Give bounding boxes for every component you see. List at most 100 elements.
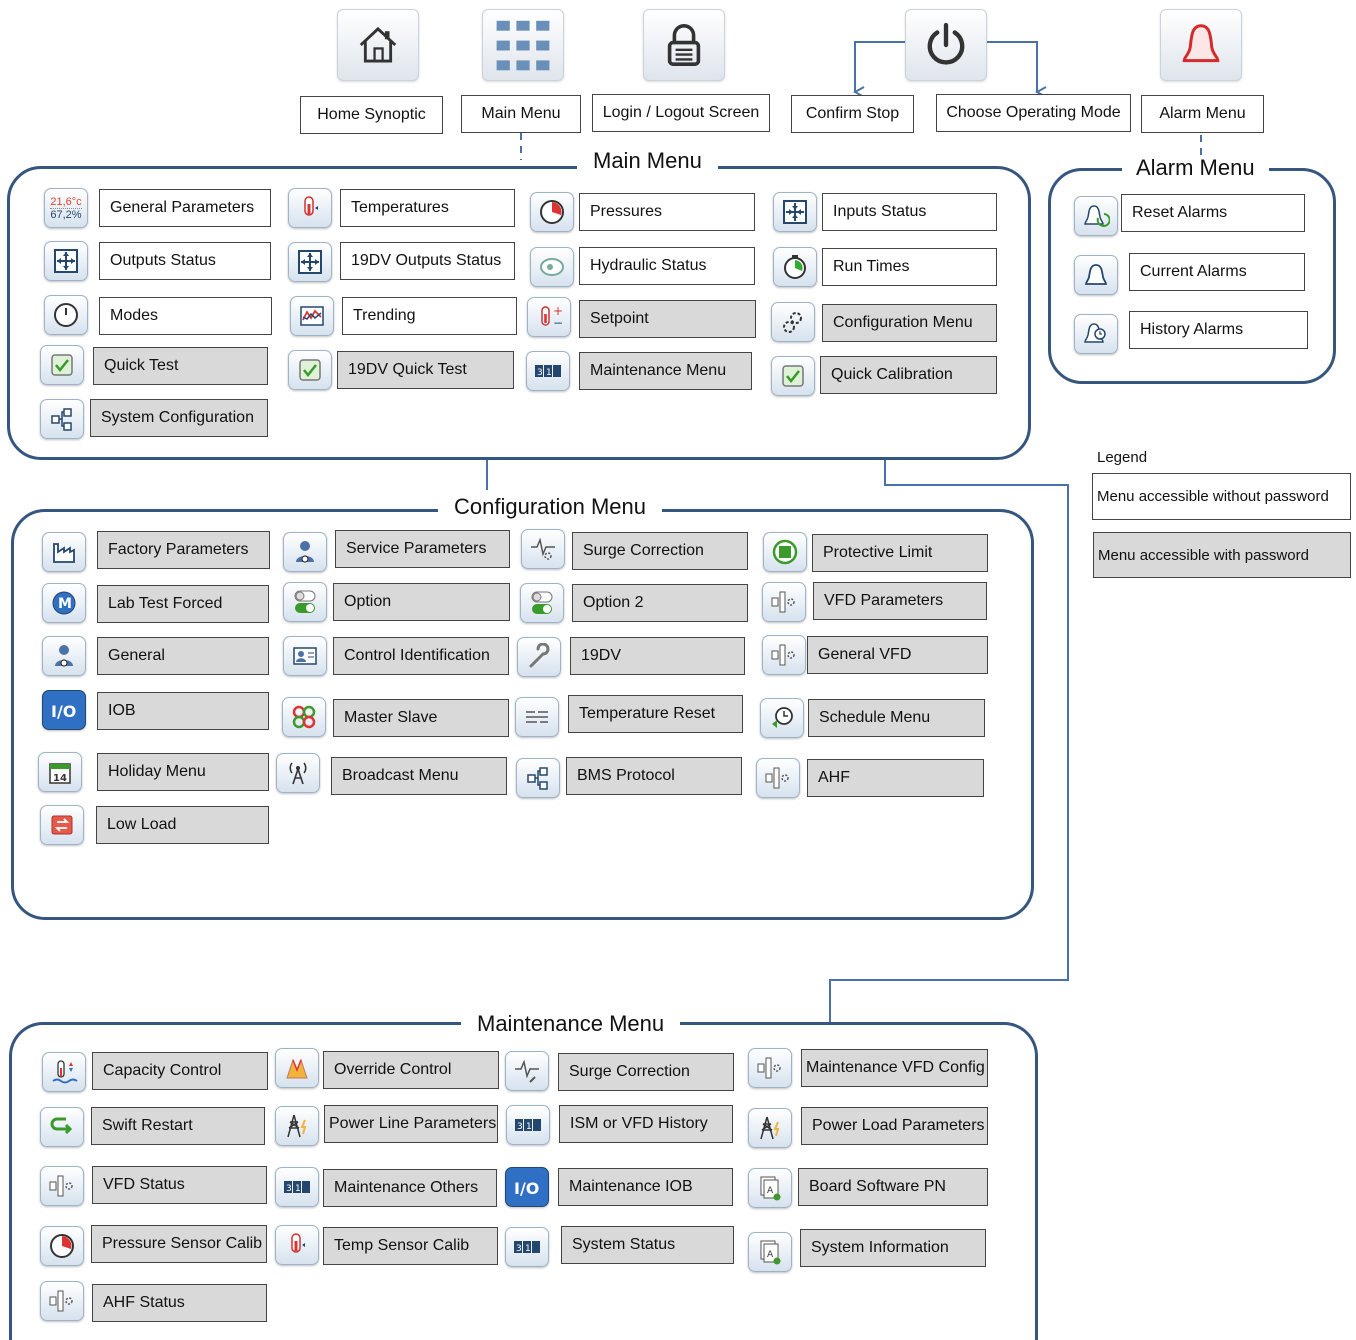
config-item-low-load[interactable]: Low Load xyxy=(96,806,269,844)
config-item-iob[interactable]: IOB xyxy=(97,692,269,730)
svg-text:+: + xyxy=(553,304,563,318)
maint-item-ism-or-vfd-history[interactable]: ISM or VFD History xyxy=(559,1105,733,1143)
svg-text:A: A xyxy=(767,1250,774,1260)
menu-item-temperatures[interactable]: Temperatures xyxy=(340,189,515,227)
config-item-holiday-menu[interactable]: Holiday Menu xyxy=(97,753,269,791)
master-slave-icon xyxy=(282,697,326,737)
m-circle-icon: M xyxy=(42,583,86,623)
maint-item-surge-correction[interactable]: Surge Correction xyxy=(558,1053,734,1091)
maint-item-vfd-status[interactable]: VFD Status xyxy=(92,1166,267,1204)
maint-item-system-status[interactable]: System Status xyxy=(561,1226,734,1264)
menu-item-hydraulic-status[interactable]: Hydraulic Status xyxy=(579,247,755,285)
setpoint-icon: +− xyxy=(527,297,571,337)
config-item-general-vfd[interactable]: General VFD xyxy=(807,636,988,674)
menu-item-pressures[interactable]: Pressures xyxy=(579,193,755,231)
menu-item-trending[interactable]: Trending xyxy=(342,297,517,335)
login-logout-button[interactable] xyxy=(643,9,725,81)
home-icon xyxy=(359,26,397,63)
toggle-icon xyxy=(283,582,327,622)
maint-item-swift-restart[interactable]: Swift Restart xyxy=(91,1107,265,1145)
menu-item-modes[interactable]: Modes xyxy=(99,297,272,335)
menu-item-quick-calibration[interactable]: Quick Calibration xyxy=(820,356,997,394)
config-item-broadcast-menu[interactable]: Broadcast Menu xyxy=(331,757,507,795)
choose-operating-mode-label: Choose Operating Mode xyxy=(936,94,1131,132)
menu-item-general-parameters[interactable]: General Parameters xyxy=(99,189,271,227)
config-item-option-2[interactable]: Option 2 xyxy=(572,584,748,622)
menu-item-configuration-menu[interactable]: Configuration Menu xyxy=(822,304,997,342)
menu-item-system-configuration[interactable]: System Configuration xyxy=(90,399,268,437)
alarm-menu-label: Alarm Menu xyxy=(1141,95,1264,133)
maint-item-power-line-parameters[interactable]: Power Line Parameters xyxy=(324,1105,498,1143)
main-menu-frame xyxy=(7,166,1031,460)
reset-bell-icon xyxy=(1074,196,1118,236)
svg-text:14: 14 xyxy=(53,773,67,784)
maint-item-temp-sensor-calib[interactable]: Temp Sensor Calib xyxy=(323,1227,498,1265)
alarm-menu-button[interactable] xyxy=(1160,9,1242,81)
menu-item-maintenance-menu[interactable]: Maintenance Menu xyxy=(579,352,752,390)
override-icon xyxy=(275,1048,319,1088)
swift-restart-icon xyxy=(40,1107,84,1147)
svg-text:−: − xyxy=(553,316,563,330)
power-tower-icon xyxy=(275,1106,319,1146)
config-item-19dv[interactable]: 19DV xyxy=(570,637,745,675)
maint-item-maintenance-vfd-config[interactable]: Maintenance VFD Config xyxy=(801,1049,988,1087)
alarm-item-current-alarms[interactable]: Current Alarms xyxy=(1129,253,1305,291)
config-item-schedule-menu[interactable]: Schedule Menu xyxy=(808,699,985,737)
config-item-service-parameters[interactable]: Service Parameters xyxy=(335,530,510,568)
config-item-master-slave[interactable]: Master Slave xyxy=(333,699,509,737)
id-card-icon xyxy=(283,636,327,676)
io-icon: I/O xyxy=(505,1167,549,1207)
config-item-protective-limit[interactable]: Protective Limit xyxy=(812,534,988,572)
alarm-item-reset-alarms[interactable]: Reset Alarms xyxy=(1121,194,1305,232)
check-icon xyxy=(288,350,332,390)
check-icon xyxy=(40,345,84,385)
config-item-factory-parameters[interactable]: Factory Parameters xyxy=(97,531,270,569)
config-item-option[interactable]: Option xyxy=(333,583,510,621)
main-menu-button[interactable] xyxy=(482,9,564,81)
service-person-icon xyxy=(283,532,327,572)
vfd-icon xyxy=(756,758,800,798)
home-synoptic-button[interactable] xyxy=(337,9,419,81)
menu-item-inputs-status[interactable]: Inputs Status xyxy=(822,193,997,231)
maint-item-maintenance-others[interactable]: Maintenance Others xyxy=(323,1169,497,1207)
maint-item-capacity-control[interactable]: Capacity Control xyxy=(92,1052,268,1090)
config-item-bms-protocol[interactable]: BMS Protocol xyxy=(566,757,742,795)
menu-item-19dv-outputs-status[interactable]: 19DV Outputs Status xyxy=(340,242,515,280)
maint-item-maintenance-iob[interactable]: Maintenance IOB xyxy=(558,1168,733,1206)
main-menu-grid-icon xyxy=(496,20,550,71)
vfd-icon xyxy=(762,635,806,675)
stop-button[interactable] xyxy=(905,9,987,81)
menu-item-19dv-quick-test[interactable]: 19DV Quick Test xyxy=(337,351,514,389)
maint-item-override-control[interactable]: Override Control xyxy=(323,1051,499,1089)
config-item-lab-test-forced[interactable]: Lab Test Forced xyxy=(97,585,269,623)
maint-item-ahf-status[interactable]: AHF Status xyxy=(92,1284,267,1322)
config-item-general[interactable]: General xyxy=(97,637,269,675)
maint-item-power-load-parameters[interactable]: Power Load Parameters xyxy=(801,1107,988,1145)
config-item-vfd-parameters[interactable]: VFD Parameters xyxy=(813,582,987,620)
menu-item-run-times[interactable]: Run Times xyxy=(822,248,997,286)
menu-item-quick-test[interactable]: Quick Test xyxy=(93,347,268,385)
config-item-surge-correction[interactable]: Surge Correction xyxy=(572,532,748,570)
maint-item-pressure-sensor-calib[interactable]: Pressure Sensor Calib xyxy=(91,1225,267,1263)
protective-limit-icon xyxy=(763,532,807,572)
trend-icon xyxy=(290,296,334,336)
maint-item-system-information[interactable]: System Information xyxy=(800,1229,986,1267)
alarm-item-history-alarms[interactable]: History Alarms xyxy=(1129,311,1308,349)
config-item-control-identification[interactable]: Control Identification xyxy=(333,637,509,675)
network-icon xyxy=(40,399,84,439)
menu-item-outputs-status[interactable]: Outputs Status xyxy=(99,242,271,280)
temp-reset-icon xyxy=(515,697,559,737)
menu-item-setpoint[interactable]: Setpoint xyxy=(579,300,756,338)
lock-icon xyxy=(667,24,701,66)
maint-item-board-software-pn[interactable]: Board Software PN xyxy=(798,1168,988,1206)
thermometer-icon xyxy=(275,1225,319,1265)
capacity-icon xyxy=(42,1052,86,1092)
io-icon: I/O xyxy=(42,690,86,730)
alarm-menu-title: Alarm Menu xyxy=(1122,155,1269,181)
config-item-ahf[interactable]: AHF xyxy=(807,759,984,797)
config-item-temperature-reset[interactable]: Temperature Reset xyxy=(568,695,743,733)
